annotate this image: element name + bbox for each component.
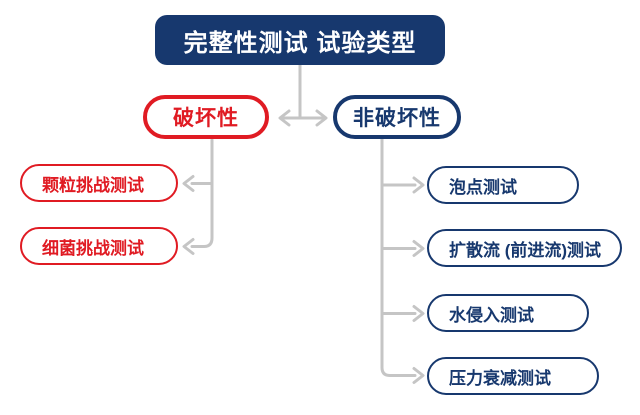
connector-nondestructive-trunk [380,137,417,377]
arrowhead-right-icon [412,367,425,384]
arrowhead-right-icon [412,176,425,194]
connector-destructive-trunk [190,138,214,248]
arrowhead-right-icon [315,109,328,127]
category-node-nondestructive: 非破坏性 [333,95,461,139]
leaf-node-pressure-decay-test: 压力衰减测试 [427,357,599,395]
leaf-node-water-intrusion-test: 水侵入测试 [427,294,589,332]
leaf-node-bacteria-challenge-test: 细菌挑战测试 [20,227,178,265]
category-node-destructive: 破坏性 [143,95,269,139]
arrowhead-left-icon [182,238,195,255]
arrowhead-left-icon [278,109,291,127]
leaf-node-diffusion-forward-flow-test: 扩散流 (前进流)测试 [427,229,622,267]
root-node-integrity-test-types: 完整性测试 试验类型 [155,15,445,65]
arrowhead-right-icon [412,305,425,322]
arrowhead-left-icon [182,175,195,192]
leaf-node-particle-challenge-test: 颗粒挑战测试 [20,164,178,202]
leaf-node-bubble-point-test: 泡点测试 [427,166,579,204]
arrowhead-right-icon [412,240,425,257]
